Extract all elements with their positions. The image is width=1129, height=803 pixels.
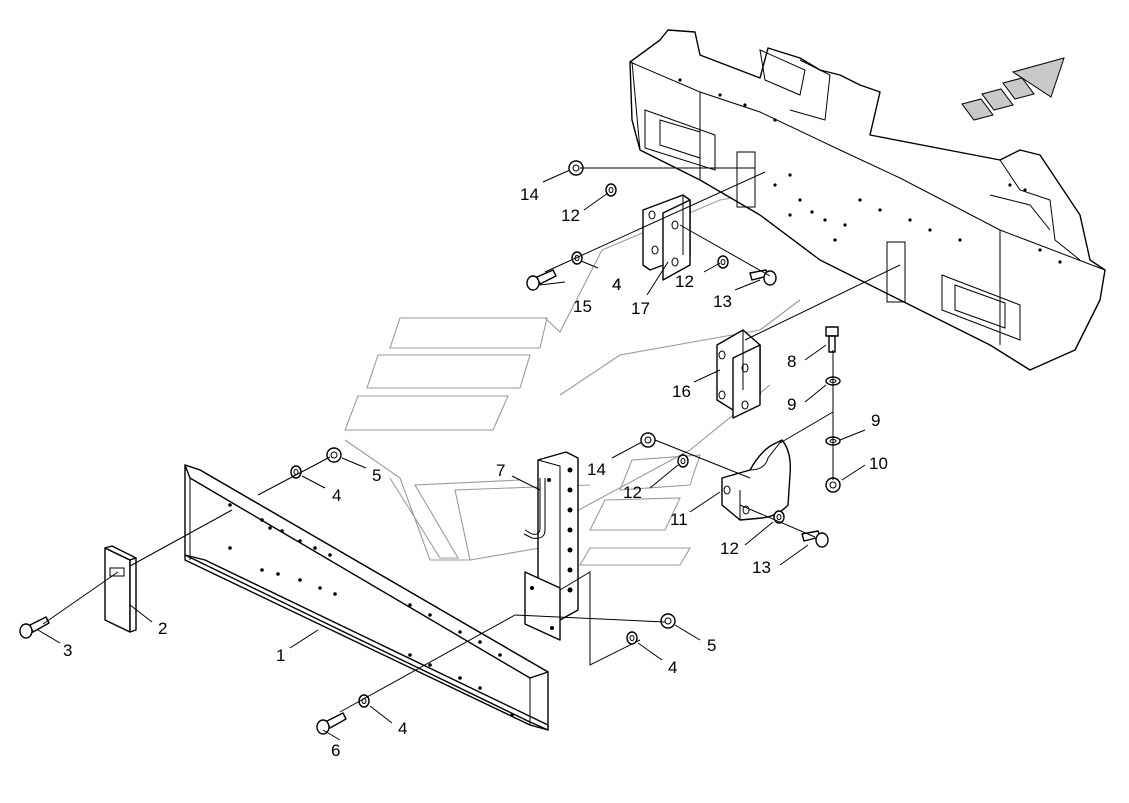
callout-label: 4 [612, 275, 621, 294]
callout-label: 9 [871, 411, 880, 430]
bolt-icon [526, 269, 557, 291]
washer-icon [677, 454, 689, 468]
vertical-post-bracket [523, 451, 579, 641]
callout-label: 12 [720, 539, 739, 558]
bolt-icon [316, 712, 347, 735]
callout-label: 4 [668, 658, 677, 677]
callout-label: 10 [869, 454, 888, 473]
callout-leaders [37, 169, 866, 741]
bolt-icon [19, 616, 50, 639]
callout-label: 6 [331, 741, 340, 760]
forward-direction-arrow-icon [961, 57, 1065, 121]
callout-label: 8 [787, 352, 796, 371]
callout-label: 4 [612, 275, 621, 294]
bracket-17 [642, 194, 691, 281]
callout-label: 9 [787, 395, 796, 414]
callout-label: 7 [496, 461, 505, 480]
nut-icon [326, 447, 342, 463]
callout-label: 3 [63, 641, 72, 660]
callout-label: 17 [631, 299, 650, 318]
assembly-lines [42, 167, 901, 713]
washer-icon [290, 465, 302, 479]
callout-label: 13 [752, 558, 771, 577]
callout-labels: 1 2 3 4 4 4 4 5 5 6 7 8 9 9 10 11 12 12 … [63, 185, 888, 760]
callout-label: 16 [672, 382, 691, 401]
nut-icon [640, 432, 656, 448]
callout-label: 1 [276, 646, 285, 665]
washer-icon [773, 510, 785, 524]
callout-label: 12 [561, 206, 580, 225]
callout-label: 12 [623, 483, 642, 502]
nut-icon [825, 477, 841, 493]
clamp-bracket-11 [721, 439, 792, 521]
callout-label: 12 [675, 272, 694, 291]
chassis-frame [629, 29, 1106, 371]
callout-label: 11 [670, 510, 688, 529]
callout-label: 4 [332, 486, 341, 505]
bumper-beam [184, 464, 549, 731]
nut-icon [660, 613, 676, 629]
callout-label: 14 [587, 460, 606, 479]
callout-label: 5 [372, 466, 381, 485]
washer-icon [717, 255, 729, 269]
callout-label: 13 [713, 292, 732, 311]
callout-label: 14 [520, 185, 539, 204]
fasteners [19, 160, 841, 735]
callout-label: 15 [573, 297, 592, 316]
callout-label: 4 [398, 719, 407, 738]
bolt-icon [825, 326, 839, 353]
washer-icon [605, 183, 617, 197]
buffer-block [104, 545, 137, 633]
callout-label: 5 [707, 636, 716, 655]
callout-label: 2 [158, 619, 167, 638]
bracket-16 [716, 329, 761, 419]
